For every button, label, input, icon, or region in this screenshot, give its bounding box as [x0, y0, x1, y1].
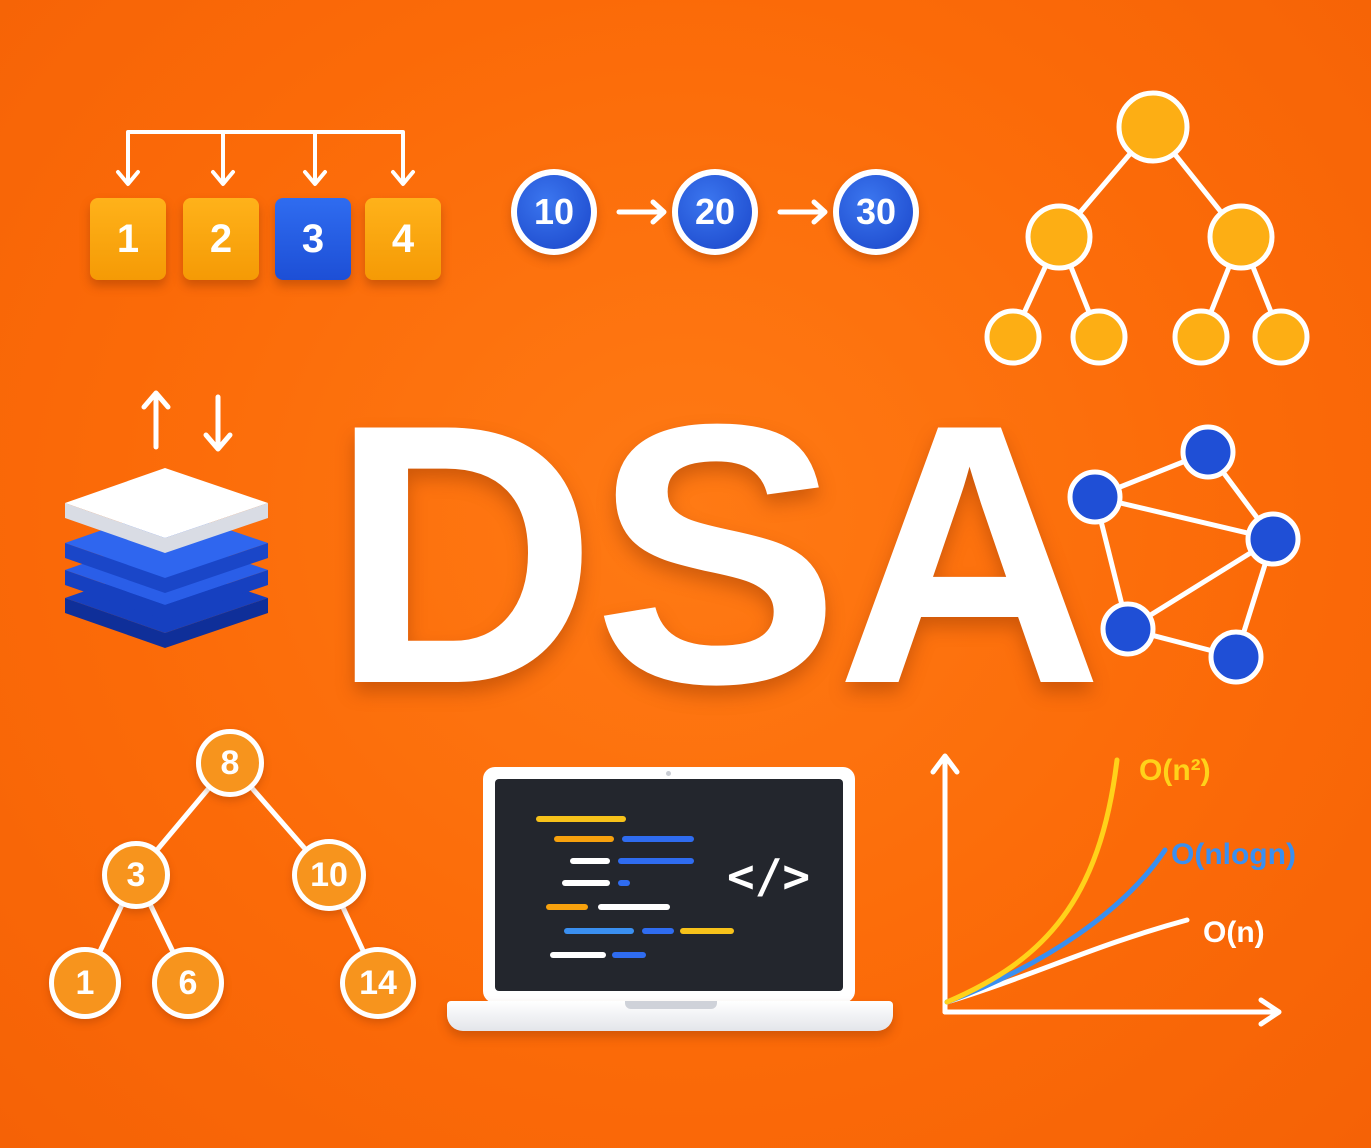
- page-title: DSA: [330, 348, 1103, 761]
- array-icon: 1 2 3 4: [80, 120, 460, 300]
- bst-node-3: 3: [102, 841, 170, 909]
- tree-left-node: [1025, 203, 1093, 271]
- bst-icon: 8 3 10 1 6 14: [40, 725, 430, 1025]
- graph-vertex: [1100, 601, 1156, 657]
- complexity-label-linear: O(n): [1203, 916, 1265, 949]
- list-node-2: 20: [672, 169, 758, 255]
- tree-right-node: [1207, 203, 1275, 271]
- bst-node-10: 10: [292, 839, 366, 911]
- code-icon: </>: [727, 849, 811, 903]
- complexity-label-nlogn: O(nlogn): [1171, 838, 1296, 871]
- graph-vertex: [1180, 424, 1236, 480]
- laptop-icon: </>: [445, 765, 895, 1035]
- array-cell-3-highlighted: 3: [275, 198, 351, 280]
- laptop-screen: </>: [483, 767, 855, 1003]
- code-lines: [536, 816, 734, 958]
- stack-push-pop-arrows: [65, 390, 268, 648]
- complexity-axes-and-curves: [930, 753, 1282, 1027]
- linked-list-icon: 10 20 30: [505, 165, 935, 265]
- graph-vertex: [1245, 511, 1301, 567]
- list-node-3-value: 30: [839, 175, 913, 249]
- bst-node-1: 1: [49, 947, 121, 1019]
- bst-root-node: 8: [196, 729, 264, 797]
- graph-icon: [1067, 424, 1301, 685]
- tree-root-node: [1116, 90, 1190, 164]
- tree-leaf-node: [1172, 308, 1230, 366]
- tree-leaf-node: [1252, 308, 1310, 366]
- graph-vertex: [1208, 629, 1264, 685]
- list-node-2-value: 20: [678, 175, 752, 249]
- array-cell-1: 1: [90, 198, 166, 280]
- graph-vertex: [1067, 469, 1123, 525]
- list-node-1-value: 10: [517, 175, 591, 249]
- array-pointer-arrows: [116, 130, 415, 186]
- array-cell-4: 4: [365, 198, 441, 280]
- laptop-base: [447, 1001, 893, 1031]
- list-next-arrows: [616, 199, 828, 225]
- list-node-3: 30: [833, 169, 919, 255]
- bst-node-14: 14: [340, 947, 416, 1019]
- bst-node-6: 6: [152, 947, 224, 1019]
- laptop-notch: [625, 1001, 717, 1009]
- complexity-label-quadratic: O(n²): [1139, 754, 1211, 787]
- tree-leaf-node: [1070, 308, 1128, 366]
- tree-leaf-node: [984, 308, 1042, 366]
- complexity-chart-icon: O(n²) O(nlogn) O(n): [925, 750, 1325, 1030]
- list-node-1: 10: [511, 169, 597, 255]
- webcam-dot: [666, 771, 671, 776]
- code-editor: </>: [495, 779, 843, 991]
- stack-icon: [60, 385, 280, 675]
- tree-icon: [984, 90, 1310, 366]
- array-cell-2: 2: [183, 198, 259, 280]
